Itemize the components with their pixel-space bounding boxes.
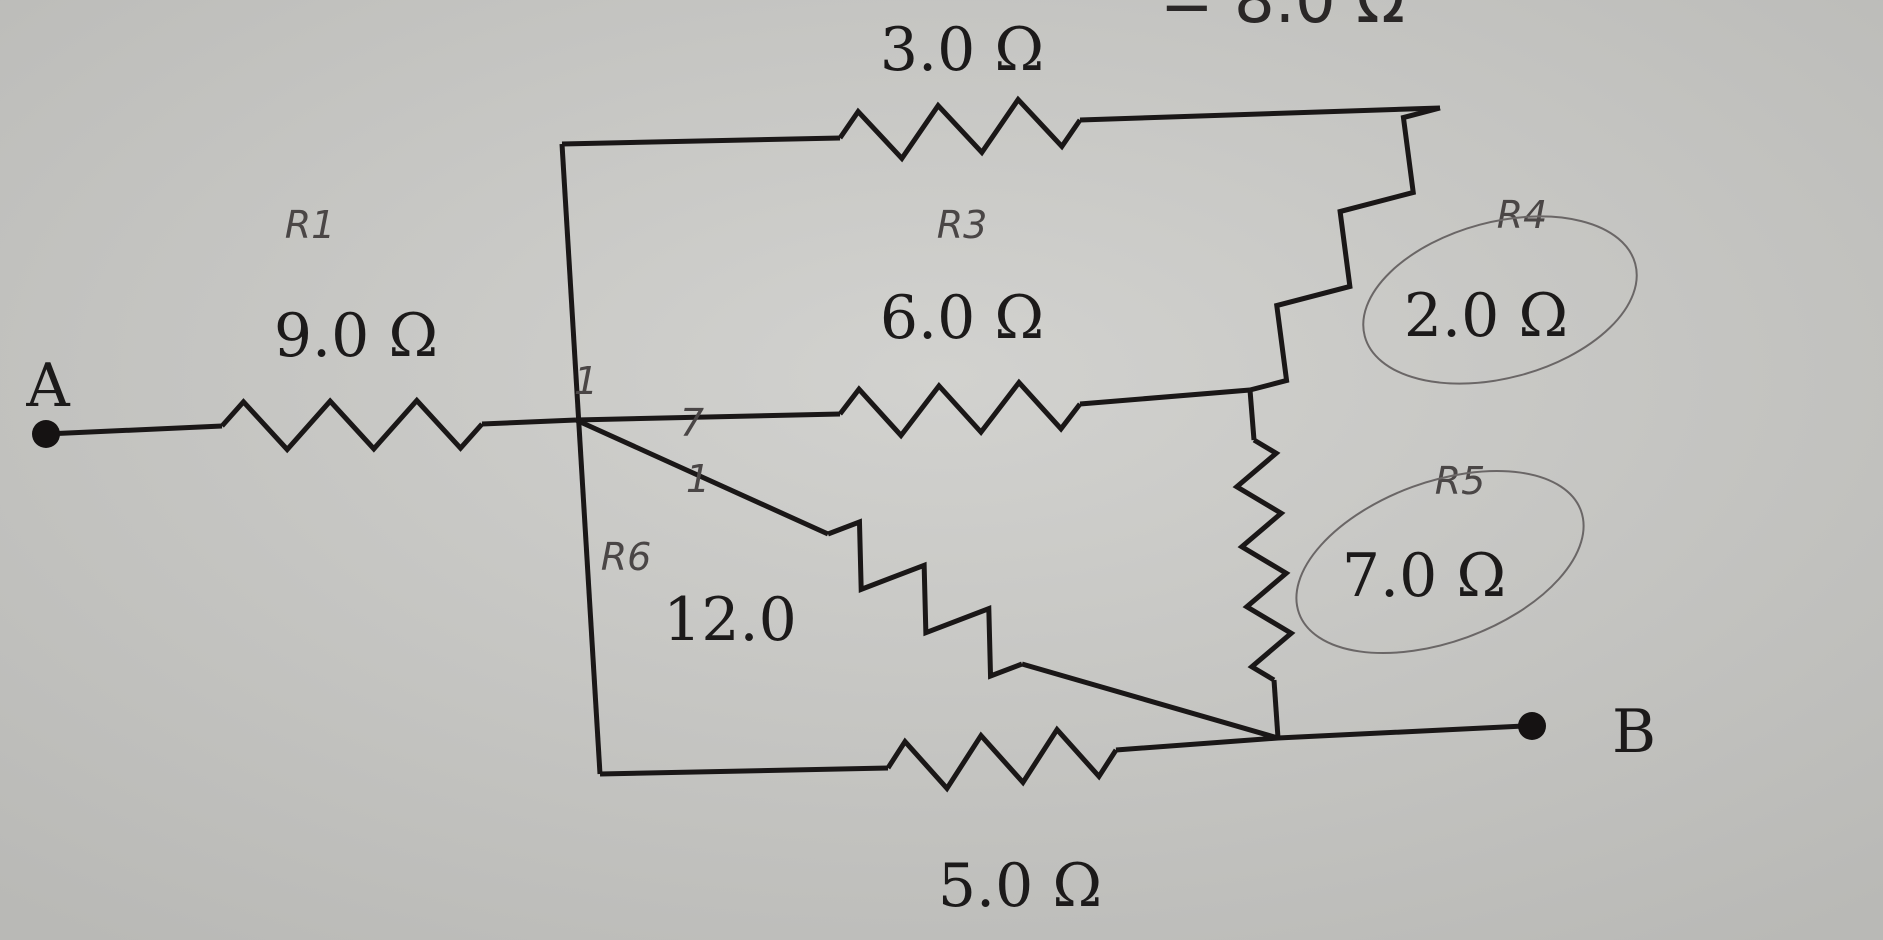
- r4-tag: R4: [1497, 193, 1548, 237]
- wire-top-right: [1079, 105, 1441, 123]
- r5-tag: R5: [1435, 459, 1486, 503]
- terminal-a-label: A: [25, 351, 70, 421]
- wire-r5-bottom: [1271, 679, 1281, 739]
- wire-left-vertical: [559, 143, 603, 775]
- wire-a-r1: [45, 423, 223, 437]
- wire-middle-right: [1079, 387, 1251, 407]
- r1-value: 9.0 Ω: [274, 301, 438, 371]
- wire-bottom-right: [1115, 723, 1525, 753]
- resistor-r1-9ohm: [220, 396, 484, 454]
- junction-mark: 1: [574, 359, 598, 403]
- resistor-top-3ohm: [837, 95, 1083, 163]
- resistor-r4-2ohm: [1249, 105, 1441, 393]
- terminal-b-label: B: [1612, 697, 1656, 767]
- terminal-a-dot: [32, 420, 60, 448]
- bottom-resistor-value: 5.0 Ω: [938, 851, 1102, 921]
- terminal-b-dot: [1518, 712, 1546, 740]
- arrow-mark: 7: [680, 401, 704, 445]
- wire-bottom-left: [599, 765, 889, 777]
- wire-r6-left: [574, 417, 830, 537]
- top-resistor-value: 3.0 Ω: [880, 15, 1044, 85]
- r6-value: 12.0: [663, 585, 797, 655]
- r5-circle-mark: [1295, 469, 1585, 655]
- wire-middle-left: [575, 411, 841, 423]
- tick-mark: 1: [686, 457, 710, 501]
- resistor-bottom-5ohm: [885, 725, 1119, 793]
- r1-tag: R1: [285, 203, 336, 247]
- wire-r1-junction: [481, 417, 577, 427]
- resistor-r5-7ohm: [1232, 437, 1296, 683]
- resistor-r3-6ohm: [838, 378, 1082, 440]
- wire-r6-right: [1021, 661, 1279, 741]
- r4-circle-mark: [1362, 215, 1638, 385]
- r5-value: 7.0 Ω: [1342, 541, 1506, 611]
- wire-r5-top: [1247, 389, 1257, 441]
- r3-tag: R3: [937, 203, 988, 247]
- r6-tag: R6: [601, 535, 652, 579]
- r4-value: 2.0 Ω: [1404, 281, 1568, 351]
- top-result-annotation: = 8.0 Ω: [1160, 0, 1405, 38]
- wire-top-left: [561, 135, 841, 147]
- resistor-r6-12ohm: [827, 518, 1023, 680]
- r3-value: 6.0 Ω: [880, 283, 1044, 353]
